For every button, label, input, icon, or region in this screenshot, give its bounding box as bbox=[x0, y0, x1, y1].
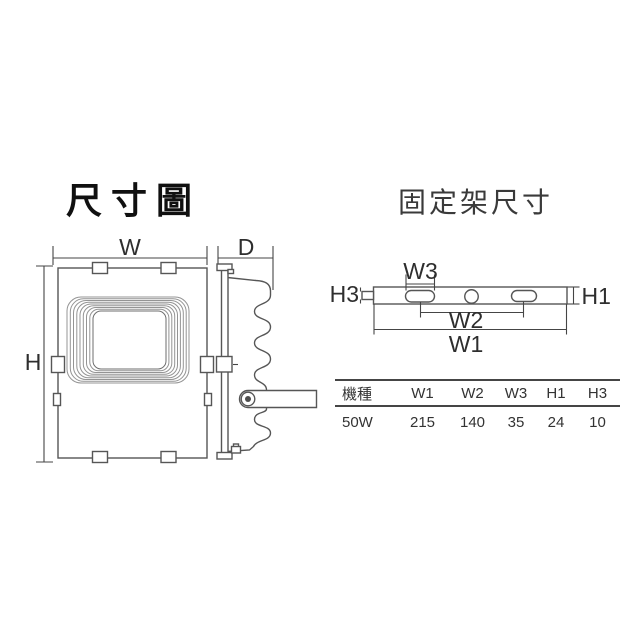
h3-label: H3 bbox=[330, 281, 359, 307]
spec-table: 機種 W1 W2 W3 H1 H3 50W 215 140 35 24 10 bbox=[335, 379, 620, 438]
spec-header-row: 機種 W1 W2 W3 H1 H3 bbox=[335, 380, 620, 406]
spec-header-w3: W3 bbox=[504, 384, 528, 402]
lens-window bbox=[92, 310, 167, 370]
w1-label: W1 bbox=[449, 331, 484, 357]
width-dimension: W bbox=[52, 234, 208, 265]
side-view: D bbox=[215, 234, 318, 460]
housing-tabs bbox=[50, 261, 215, 464]
spec-value-h3: 10 bbox=[589, 414, 606, 431]
h1-label: H1 bbox=[582, 283, 611, 309]
h1-dimension: H1 bbox=[567, 283, 611, 309]
frame-caps bbox=[215, 263, 242, 460]
frame-cap-bottom bbox=[216, 451, 233, 460]
center-hole bbox=[464, 289, 479, 304]
spec-value-w2: 140 bbox=[459, 414, 486, 431]
depth-dimension: D bbox=[217, 234, 274, 290]
w3-dimension: W3 bbox=[403, 258, 438, 291]
spec-data-row: 50W 215 140 35 24 10 bbox=[335, 406, 620, 438]
spec-value-w3: 35 bbox=[507, 414, 525, 431]
spec-value-w1: 215 bbox=[409, 414, 436, 431]
height-label: H bbox=[25, 349, 42, 375]
lens-rings bbox=[66, 296, 190, 384]
slot-left bbox=[404, 289, 436, 303]
slot-right bbox=[510, 289, 538, 303]
bracket-lip bbox=[361, 290, 375, 301]
width-label: W bbox=[119, 234, 141, 260]
tab-side-right bbox=[199, 355, 215, 374]
tab-side-left bbox=[50, 355, 66, 374]
frame-nub-top bbox=[227, 268, 235, 275]
tab-top-right bbox=[160, 261, 177, 275]
spec-value-model: 50W bbox=[342, 414, 373, 431]
depth-label: D bbox=[238, 234, 255, 260]
tab-bottom-left bbox=[91, 450, 109, 464]
spec-value-h1: 24 bbox=[547, 414, 565, 431]
tab-small-right bbox=[203, 392, 213, 407]
w2-label: W2 bbox=[449, 307, 484, 333]
front-view: W H bbox=[25, 234, 215, 464]
spec-header-w2: W2 bbox=[461, 384, 484, 402]
spec-header-model: 機種 bbox=[342, 385, 373, 403]
spec-header-h3: H3 bbox=[587, 384, 608, 402]
frame-cap-top bbox=[216, 263, 233, 272]
bracket-view: W3 H3 H1 W2 W1 bbox=[330, 258, 611, 357]
w3-label: W3 bbox=[403, 258, 438, 284]
tab-small-left bbox=[52, 392, 62, 407]
spec-header-h1: H1 bbox=[546, 384, 566, 402]
height-dimension: H bbox=[25, 265, 53, 463]
tab-top-left bbox=[91, 261, 109, 275]
bracket-arm bbox=[238, 389, 318, 409]
pivot-bolt-center bbox=[245, 396, 251, 402]
w1-dimension: W1 bbox=[373, 304, 568, 357]
tab-bottom-right bbox=[160, 450, 177, 464]
spec-header-w1: W1 bbox=[411, 384, 434, 402]
frame-side-tab bbox=[215, 355, 233, 373]
page-title: 尺寸圖 bbox=[66, 180, 202, 221]
w2-dimension: W2 bbox=[419, 301, 525, 333]
bottom-bolt bbox=[230, 445, 242, 454]
bracket-section-title: 固定架尺寸 bbox=[398, 187, 554, 218]
